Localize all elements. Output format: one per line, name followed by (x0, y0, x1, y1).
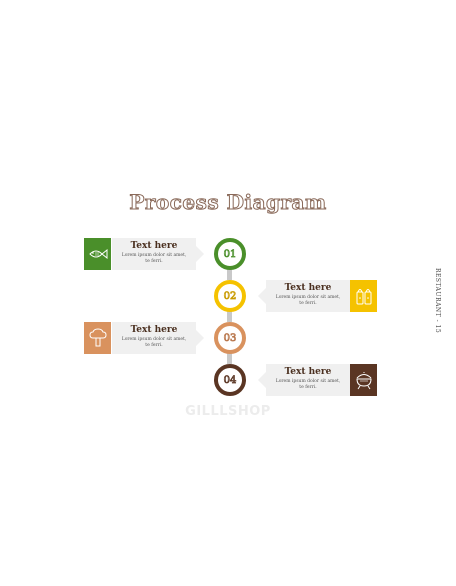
connector-1-2 (227, 268, 232, 280)
page-title: Process Diagram (129, 190, 327, 215)
step-3-icon-box (84, 322, 111, 354)
step-3-circle: 03 (214, 322, 246, 354)
step-1-title: Text here (130, 241, 178, 251)
step-4-body: Lorem ipsum dolor sit amet, te ferri. (275, 379, 341, 390)
step-1-circle: 01 (214, 238, 246, 270)
step-4-number: 04 (223, 374, 237, 386)
step-3-title: Text here (130, 325, 178, 335)
step-2-body: Lorem ipsum dolor sit amet, te ferri. (275, 295, 341, 306)
step-4-card: Text here Lorem ipsum dolor sit amet, te… (258, 364, 350, 396)
connector-3-4 (227, 352, 232, 364)
step-3-body: Lorem ipsum dolor sit amet, te ferri. (121, 337, 187, 348)
step-4-circle: 04 (214, 364, 246, 396)
step-2-title: Text here (284, 283, 332, 293)
step-1-number: 01 (223, 248, 237, 260)
grill-icon (355, 372, 372, 390)
broccoli-icon (88, 328, 107, 347)
step-1-card: Text here Lorem ipsum dolor sit amet, te… (112, 238, 204, 270)
step-1-icon-box (84, 238, 111, 270)
step-4-icon-box (350, 364, 377, 396)
step-3-number: 03 (223, 332, 237, 344)
watermark: GILLLSHOP (185, 404, 271, 419)
connector-2-3 (227, 310, 232, 322)
step-2-circle: 02 (214, 280, 246, 312)
salt-pepper-icon (356, 289, 371, 305)
step-2-icon-box (350, 280, 377, 312)
step-2-card: Text here Lorem ipsum dolor sit amet, te… (258, 280, 350, 312)
step-1-body: Lorem ipsum dolor sit amet, te ferri. (121, 253, 187, 264)
step-2-number: 02 (223, 290, 237, 302)
side-label: RESTAURANT - 15 (434, 268, 441, 334)
step-3-card: Text here Lorem ipsum dolor sit amet, te… (112, 322, 204, 354)
fish-icon (88, 248, 107, 260)
step-4-title: Text here (284, 367, 332, 377)
